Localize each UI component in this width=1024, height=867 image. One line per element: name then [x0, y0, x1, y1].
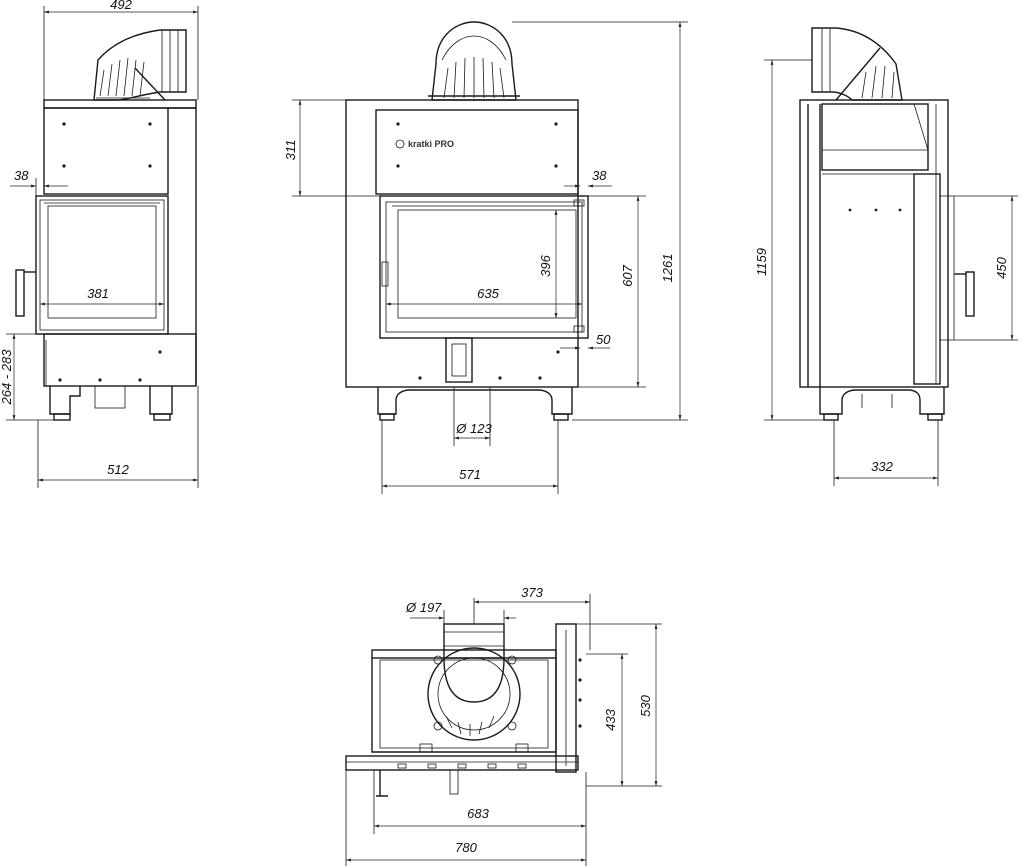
dim-left-glass-width: 381: [87, 286, 109, 301]
dim-front-total-height: 1261: [660, 254, 675, 283]
dim-front-side-gap: 50: [596, 332, 611, 347]
dim-front-door-height: 607: [620, 264, 635, 286]
top-flue-collar: [427, 647, 521, 741]
top-dimensions: Ø 197 373 433 530 683 780: [345, 585, 662, 866]
front-view: kratki PRO: [345, 21, 589, 421]
dim-top-outer-depth: 530: [638, 694, 653, 716]
dim-front-air-inlet: Ø 123: [455, 421, 492, 436]
top-front-plate: [345, 755, 579, 771]
dim-side-door-height: 450: [994, 256, 1009, 278]
dim-front-base-width: 571: [459, 467, 481, 482]
dim-front-frame-gap: 38: [592, 168, 607, 183]
front-body: [345, 99, 579, 388]
left-door-handle: [15, 269, 25, 317]
dim-top-outer-width: 780: [455, 840, 477, 855]
front-hinge: [381, 261, 389, 287]
dim-side-body-height: 1159: [754, 248, 769, 276]
dim-top-flue-diameter: Ø 197: [405, 600, 442, 615]
top-body: [371, 658, 557, 753]
side-view: [799, 27, 975, 421]
dim-top-inner-depth: 433: [603, 708, 618, 730]
side-body: [799, 99, 949, 388]
left-view: [15, 29, 197, 421]
top-view: [345, 623, 582, 797]
dim-left-frame-gap: 38: [14, 168, 29, 183]
side-dimensions: 1159 450 332: [754, 59, 1018, 486]
dim-left-base-width: 512: [107, 462, 129, 477]
top-handle: [376, 770, 388, 797]
dim-front-glass-width: 635: [477, 286, 499, 301]
dim-front-hood-height: 311: [283, 140, 298, 161]
left-dimensions: 492 38 381 264 - 283 512: [0, 0, 199, 488]
front-glass: [397, 209, 577, 319]
left-hood: [43, 107, 169, 195]
dim-left-leg-height: 264 - 283: [0, 349, 14, 406]
front-dimensions: 311 38 396 607 1261 635 50 Ø 123 571: [283, 21, 688, 494]
left-flue: [93, 29, 187, 101]
front-door-frame: [379, 195, 589, 339]
dim-front-glass-height: 396: [538, 254, 553, 276]
side-door-handle: [965, 271, 975, 317]
front-air-inlet: [445, 337, 473, 383]
front-hood: [375, 109, 579, 195]
dim-top-inner-width: 683: [467, 806, 489, 821]
side-flue: [811, 27, 903, 101]
top-side-plate: [555, 623, 577, 773]
dim-left-top-width: 492: [110, 0, 132, 12]
brand-logo: kratki PRO: [408, 139, 454, 149]
front-flue: [428, 21, 520, 101]
side-door: [913, 173, 941, 385]
dim-side-depth: 332: [871, 459, 893, 474]
dim-top-flue-offset: 373: [521, 585, 543, 600]
left-glass: [47, 205, 157, 319]
left-door-frame: [35, 195, 169, 335]
